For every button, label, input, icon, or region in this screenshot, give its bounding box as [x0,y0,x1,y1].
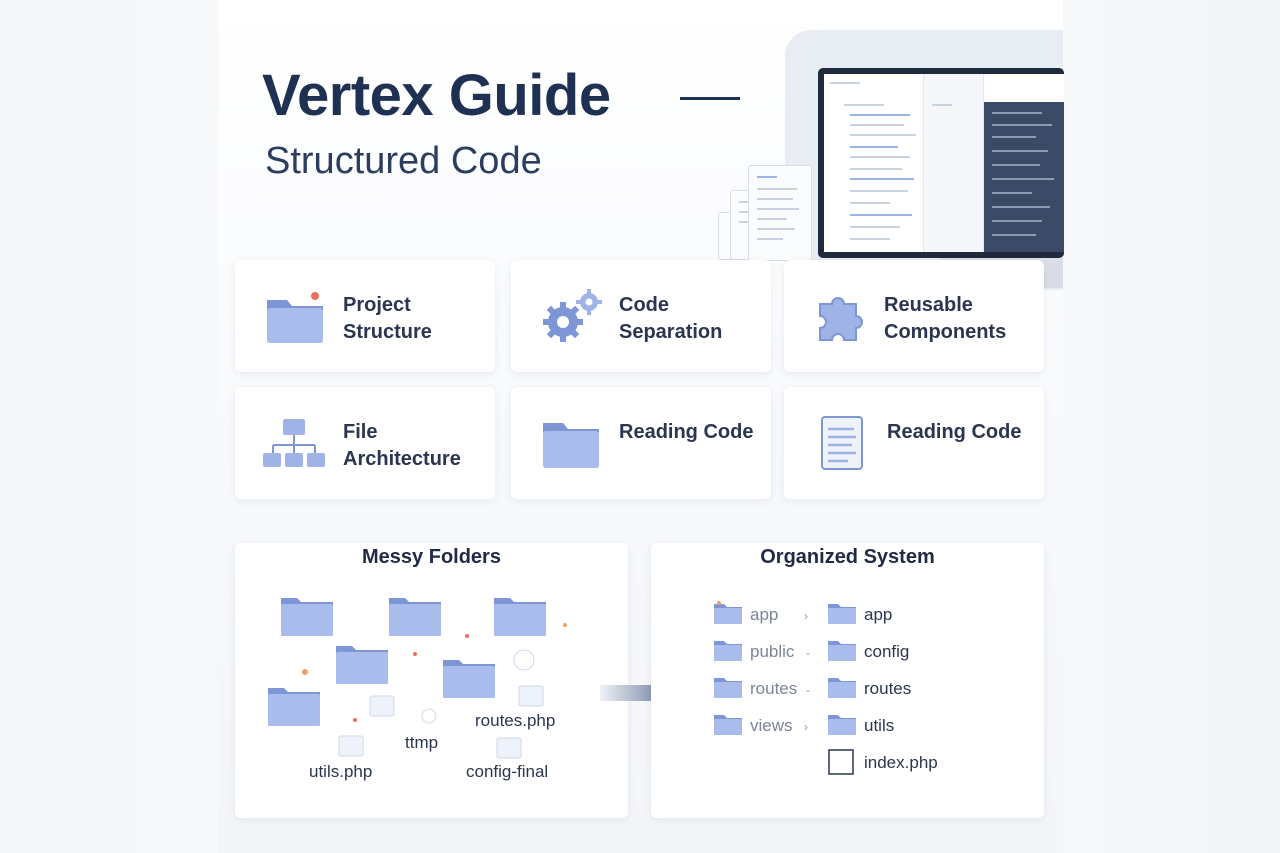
card-reading-code-document[interactable]: Reading Code [784,387,1044,499]
svg-text:-: - [806,683,810,697]
title-dash [680,97,740,100]
organized-left-item: views [750,716,793,735]
organized-right-item: routes [864,679,912,698]
card-label: File Architecture [343,421,461,470]
messy-file: utils.php [309,762,373,781]
document-icon [821,416,863,470]
card-label: Reading Code [887,421,1022,443]
card-label: Code Separation [619,294,723,343]
card-label: Reading Code [619,421,754,443]
messy-file: routes.php [475,711,556,730]
folder-tree-icon [263,419,325,467]
organized-right-item: index.php [864,753,938,772]
right-margin [1063,0,1280,853]
left-margin [0,0,218,853]
monitor-screen [824,74,1064,252]
folder-icon [543,423,599,468]
organized-left-item: routes [750,679,798,698]
organized-left-item: public [750,642,795,661]
paper-sheet [748,165,812,261]
organized-title: Organized System [760,546,935,568]
organized-right-item: app [864,605,893,624]
folder-icon [267,292,323,343]
svg-text:›: › [804,609,808,623]
puzzle-icon [819,297,863,341]
organized-right-item: utils [864,716,895,735]
messy-folder-scatter [268,598,567,759]
organized-folder-icons: › - - › [714,601,856,775]
messy-folders-panel: Messy Folders [235,543,628,818]
messy-file: config-final [466,762,549,781]
gears-icon [543,289,602,342]
organized-right-item: config [864,642,910,661]
monitor-illustration [818,68,1064,258]
card-code-separation[interactable]: Code Separation [511,260,771,372]
card-reading-code[interactable]: Reading Code [511,387,771,499]
page-title: Vertex Guide [262,63,611,128]
card-file-architecture[interactable]: File Architecture [235,387,495,499]
card-reusable-components[interactable]: Reusable Components [784,260,1044,372]
card-label: Project Structure [343,294,432,343]
page-subtitle: Structured Code [265,140,542,182]
svg-text:-: - [806,646,810,660]
card-project-structure[interactable]: Project Structure [235,260,495,372]
card-label: Reusable Components [884,294,1007,343]
messy-file: ttmp [405,733,439,752]
svg-text:›: › [804,720,808,734]
organized-left-item: app [750,605,779,624]
messy-title: Messy Folders [362,546,501,568]
